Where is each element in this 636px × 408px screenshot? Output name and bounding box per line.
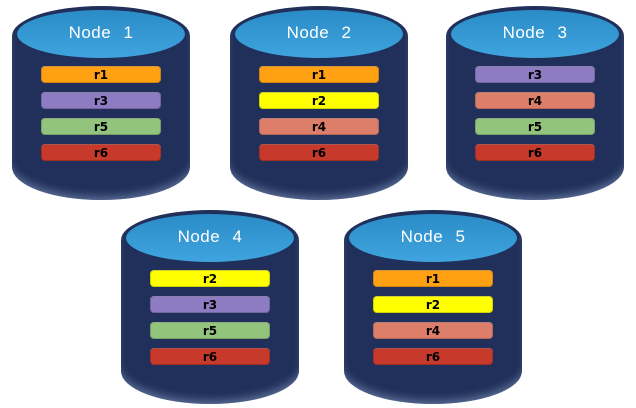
replica-bar-r1: r1 (41, 66, 161, 83)
cylinder-top-ellipse (349, 214, 517, 262)
node-3-cylinder: Node 3 r3 r4 r5 r6 (446, 6, 624, 200)
replica-bar-r6: r6 (373, 348, 493, 365)
replica-bar-r2: r2 (259, 92, 379, 109)
cylinder-top-ellipse (235, 10, 403, 58)
replica-bar-r6: r6 (150, 348, 270, 365)
node-2-cylinder: Node 2 r1 r2 r4 r6 (230, 6, 408, 200)
replica-bar-r4: r4 (373, 322, 493, 339)
cylinder-top-ellipse (126, 214, 294, 262)
cylinder-top-ellipse (17, 10, 185, 58)
replica-bar-r4: r4 (259, 118, 379, 135)
replica-bar-r3: r3 (41, 92, 161, 109)
replica-bar-r6: r6 (259, 144, 379, 161)
replica-bar-r6: r6 (475, 144, 595, 161)
replica-bar-r1: r1 (259, 66, 379, 83)
replica-bar-r5: r5 (150, 322, 270, 339)
replica-bar-r2: r2 (150, 270, 270, 287)
replica-bar-r4: r4 (475, 92, 595, 109)
node-label: Node 2 (286, 23, 352, 42)
cylinder-top-ellipse (451, 10, 619, 58)
replica-bar-r5: r5 (41, 118, 161, 135)
replica-bar-r1: r1 (373, 270, 493, 287)
node-label: Node 1 (68, 23, 134, 42)
node-5-cylinder: Node 5 r1 r2 r4 r6 (344, 210, 522, 404)
node-label: Node 4 (177, 227, 243, 246)
node-4-cylinder: Node 4 r2 r3 r5 r6 (121, 210, 299, 404)
replica-bar-r3: r3 (475, 66, 595, 83)
replica-bar-r3: r3 (150, 296, 270, 313)
replica-list: r3 r4 r5 r6 (475, 66, 595, 161)
replica-list: r1 r3 r5 r6 (41, 66, 161, 161)
replica-bar-r6: r6 (41, 144, 161, 161)
node-1-cylinder: Node 1 r1 r3 r5 r6 (12, 6, 190, 200)
replica-bar-r5: r5 (475, 118, 595, 135)
replica-list: r1 r2 r4 r6 (373, 270, 493, 365)
replica-list: r1 r2 r4 r6 (259, 66, 379, 161)
node-label: Node 5 (400, 227, 466, 246)
replica-bar-r2: r2 (373, 296, 493, 313)
replica-list: r2 r3 r5 r6 (150, 270, 270, 365)
node-label: Node 3 (502, 23, 568, 42)
